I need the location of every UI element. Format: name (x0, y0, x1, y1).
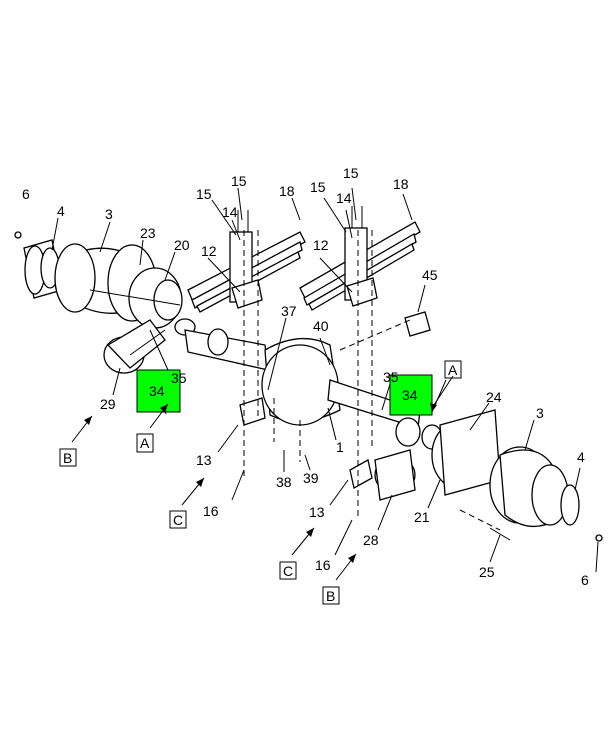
callout-37: 37 (281, 303, 297, 319)
callout-15-a: 15 (196, 186, 212, 202)
axle-housing (184, 311, 431, 447)
left-leaf-spring (187, 210, 306, 313)
callout-38: 38 (276, 474, 292, 490)
callout-16-left: 16 (203, 503, 219, 519)
left-hub-assembly (14, 231, 196, 374)
reference-boxes: A A B B C C (59, 360, 462, 605)
ref-box-c-right: C (283, 563, 293, 579)
alignment-dash-lines (243, 230, 501, 531)
callout-29: 29 (100, 396, 116, 412)
callout-1: 1 (336, 439, 344, 455)
callout-28: 28 (363, 532, 379, 548)
callout-6-right: 6 (581, 572, 589, 588)
callout-24: 24 (486, 389, 502, 405)
callout-15-d: 15 (343, 165, 359, 181)
reference-arrows (71, 379, 447, 581)
ref-box-b-right: B (326, 588, 335, 604)
callout-6-left: 6 (22, 186, 30, 202)
callout-35-left: 35 (171, 370, 187, 386)
callout-20: 20 (174, 237, 190, 253)
highlight-box-34-right (389, 374, 433, 416)
callout-13-left: 13 (196, 452, 212, 468)
right-leaf-spring (299, 206, 421, 311)
callout-14-left: 14 (222, 204, 238, 220)
highlight-label-34-left: 34 (149, 383, 165, 399)
callout-15-c: 15 (310, 179, 326, 195)
callout-35-right: 35 (383, 369, 399, 385)
callout-12-right: 12 (313, 237, 329, 253)
callout-18-left: 18 (279, 183, 295, 199)
callout-4-right: 4 (577, 449, 585, 465)
callout-labels: 6 4 3 23 20 15 15 14 18 12 15 15 14 18 1… (22, 165, 589, 588)
callout-18-right: 18 (393, 176, 409, 192)
callout-3-right: 3 (536, 405, 544, 421)
right-hub-assembly (239, 397, 603, 542)
callout-13-right: 13 (309, 504, 325, 520)
callout-4-left: 4 (57, 203, 65, 219)
callout-39: 39 (303, 470, 319, 486)
callout-3-left: 3 (105, 206, 113, 222)
ref-box-a-left: A (140, 435, 150, 451)
callout-15-b: 15 (231, 173, 247, 189)
callout-12-left: 12 (201, 243, 217, 259)
callout-21: 21 (414, 509, 430, 525)
callout-25: 25 (479, 564, 495, 580)
ref-box-c-left: C (173, 512, 183, 528)
callout-23: 23 (140, 225, 156, 241)
ref-box-b-left: B (63, 450, 72, 466)
callout-45: 45 (422, 267, 438, 283)
callout-14-right: 14 (336, 190, 352, 206)
highlight-box-34-left (136, 369, 181, 413)
callout-40: 40 (313, 318, 329, 334)
ref-box-a-right: A (448, 362, 458, 378)
highlight-label-34-right: 34 (402, 387, 418, 403)
callout-16-right: 16 (315, 557, 331, 573)
